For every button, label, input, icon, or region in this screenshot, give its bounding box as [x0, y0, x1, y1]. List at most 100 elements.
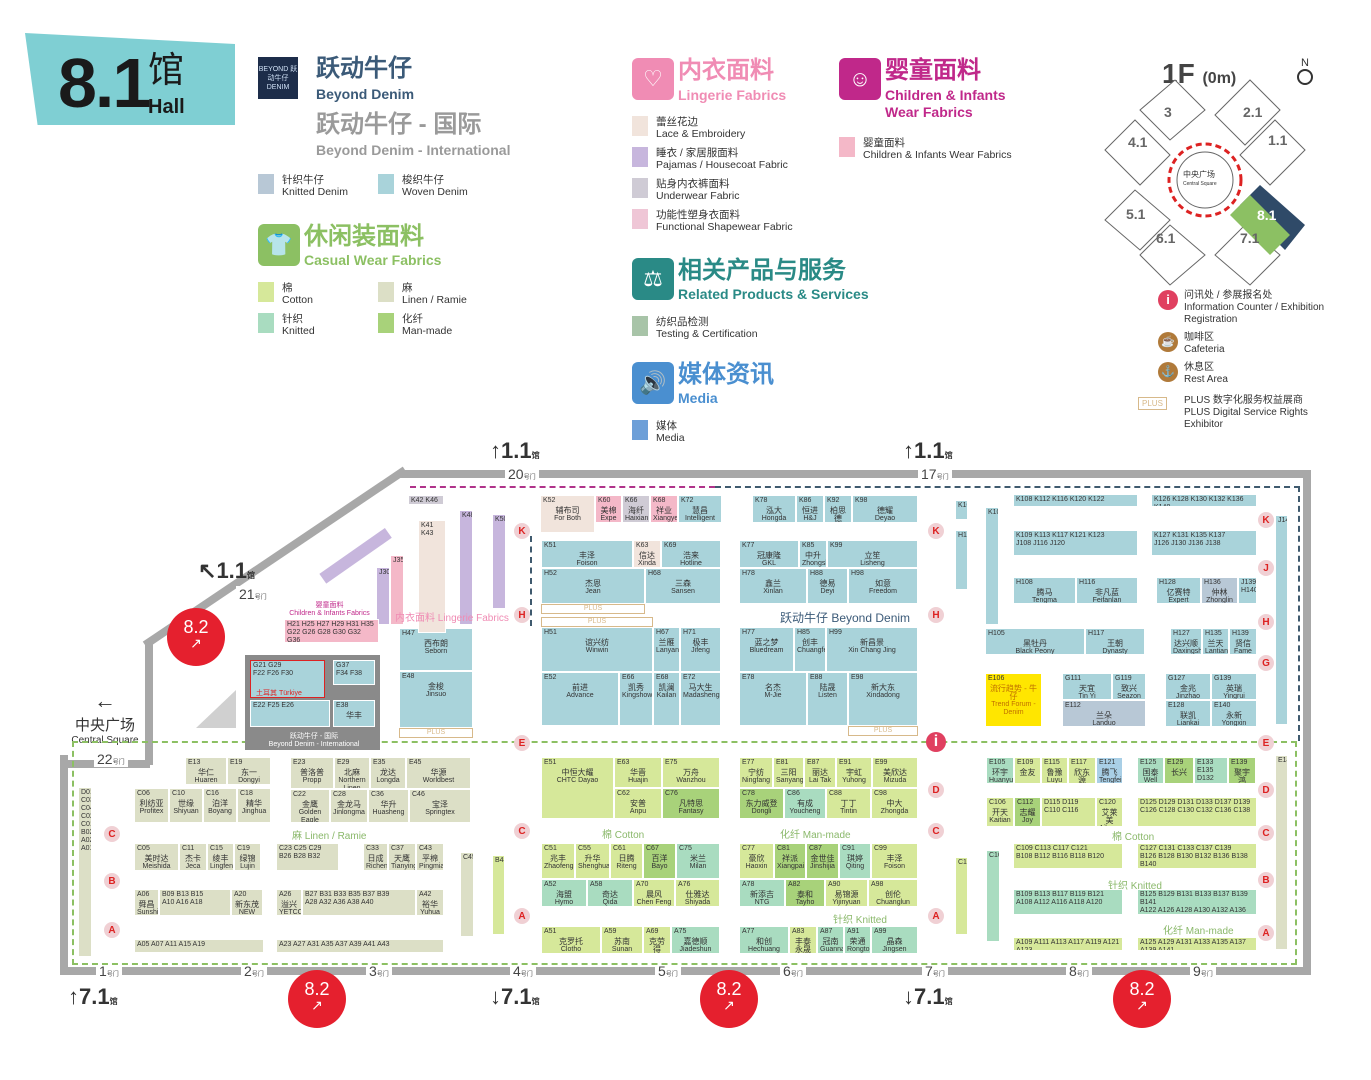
booth-K48-H48[interactable]: K48 [459, 510, 473, 625]
booth-E22-E26[interactable]: E22 F25 E26 [250, 700, 330, 727]
booth-left-column[interactable]: D01 C03 C04 C02 C01 B02 A02 A01 [78, 787, 92, 957]
booth-K106-J106[interactable]: K106 [985, 507, 999, 625]
booth-K108-K122[interactable]: K108 K112 K116 K120 K122 [1013, 494, 1138, 507]
booth-C43[interactable]: C43平棉Pingmian [416, 843, 444, 871]
escalator-hall-8.2-b[interactable]: 8.2↗ [288, 970, 346, 1028]
booth-C120[interactable]: C120艾莱美Ailummy [1096, 797, 1123, 827]
escalator-hall-8.2-d[interactable]: 8.2↗ [1113, 970, 1171, 1028]
booth-H102[interactable]: H102 [955, 530, 968, 590]
booth-A23-A43[interactable]: A23 A27 A31 A35 A37 A39 A41 A43 [276, 939, 444, 953]
booth-A87[interactable]: A87冠南Guannan [817, 926, 844, 954]
booth-A06[interactable]: A06舜昌Sunshine [134, 889, 159, 916]
booth-J35-H40[interactable]: J35 [390, 555, 404, 625]
booth-C33[interactable]: C33日成Richeng [363, 843, 388, 871]
escalator-hall-8.2-c[interactable]: 8.2↗ [700, 970, 758, 1028]
booth-A91[interactable]: A91荣通Rongtong [844, 926, 871, 954]
booth-K41-H46[interactable]: K41 K43 [418, 520, 446, 633]
booth-K103[interactable]: K103 [955, 500, 968, 520]
booth-K92[interactable]: K92柏思德Boside [824, 495, 852, 523]
escalator-hall-8.2-a[interactable]: 8.2↗ [167, 608, 225, 666]
booth-A109-A123[interactable]: A109 A111 A113 A117 A119 A121 A123 [1013, 937, 1123, 951]
booth-C101-A101[interactable]: C101 [955, 857, 968, 935]
booth-K50-H50[interactable]: K50 [492, 514, 506, 609]
booth-E141-A143[interactable]: E141 [1275, 755, 1288, 950]
